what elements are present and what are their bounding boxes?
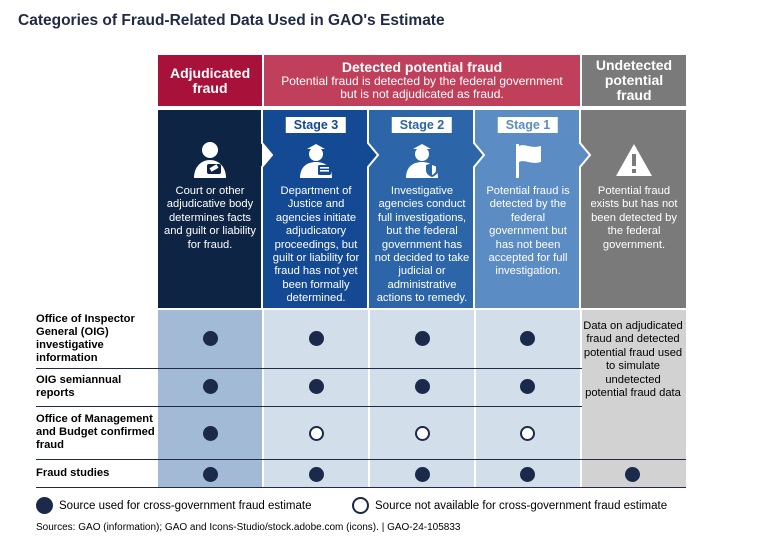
column-adjudicated: Court or other adjudicative body determi… [158,110,262,308]
row-divider [36,368,582,369]
header-detected: Detected potential fraud Potential fraud… [264,55,580,106]
chart-title: Categories of Fraud-Related Data Used in… [18,12,445,29]
legend-not-available-dot [352,497,369,514]
source-note: Sources: GAO (information); GAO and Icon… [36,522,461,533]
row-label-oig-semiannual: OIG semiannual reports [36,374,122,399]
divider [368,310,370,487]
source-not-available-dot [519,425,535,441]
stage-2-label: Stage 2 [391,117,453,133]
source-used-dot [308,466,324,482]
officer-shield-icon [406,144,438,178]
header-adjudicated: Adjudicated fraud [158,55,262,106]
legend-used: Source used for cross-government fraud e… [36,497,311,514]
desc-stage-2: Investigative agencies conduct full inve… [374,185,470,305]
row-divider [36,406,582,407]
source-used-dot [624,466,640,482]
column-stage-2: Stage 2 Investigative agencies conduct f… [370,110,474,308]
undetected-note: Data on adjudicated fraud and detected p… [583,320,683,400]
lower-bg-undetected [582,310,686,487]
source-used-dot [202,425,218,441]
header-detected-subtitle: Potential fraud is detected by the feder… [281,74,563,101]
source-used-dot [202,330,218,346]
row-label-oig-investigative: Office of Inspector General (OIG) invest… [36,313,135,364]
panel-stage-1 [474,110,590,308]
source-used-dot [414,466,430,482]
warning-icon [616,144,652,176]
stage-1-label: Stage 1 [497,117,559,133]
source-used-dot [414,378,430,394]
source-used-dot [202,466,218,482]
row-divider [36,459,686,460]
stage-3-label: Stage 3 [285,117,347,133]
source-not-available-dot [414,425,430,441]
source-used-dot [202,378,218,394]
source-not-available-dot [308,425,324,441]
desc-stage-1: Potential fraud is detected by the feder… [486,185,570,278]
header-adjudicated-label: Adjudicated fraud [170,64,251,96]
desc-stage-3: Department of Justice and agencies initi… [272,185,360,305]
row-label-omb-confirmed: Office of Management and Budget confirme… [36,413,155,451]
row-label-fraud-studies: Fraud studies [36,466,110,479]
judge-gavel-icon [194,142,226,178]
source-used-dot [519,330,535,346]
source-used-dot [414,330,430,346]
panel-adjudicated [158,110,262,308]
divider [474,310,476,487]
column-stage-3: Stage 3 Department of Justice and agenci… [264,110,368,308]
panel-undetected [580,110,686,308]
source-used-dot [519,466,535,482]
source-used-dot [519,378,535,394]
officer-document-icon [300,144,332,178]
desc-undetected: Potential fraud exists but has not been … [590,185,678,251]
flag-icon [516,144,541,178]
panel-stage-3 [262,110,378,308]
header-undetected: Undetected potential fraud [582,55,686,106]
source-used-dot [308,378,324,394]
desc-adjudicated: Court or other adjudicative body determi… [163,185,257,251]
legend-not-available: Source not available for cross-governmen… [352,497,667,514]
legend-not-available-label: Source not available for cross-governmen… [375,499,668,512]
legend-used-dot [36,497,53,514]
header-undetected-label: Undetected potential fraud [595,57,673,103]
source-used-dot [308,330,324,346]
column-stage-1: Stage 1 Potential fraud is detected by t… [476,110,580,308]
legend-used-label: Source used for cross-government fraud e… [59,499,312,512]
header-detected-title: Detected potential fraud [341,59,503,75]
row-divider [36,487,686,488]
panel-stage-2 [368,110,484,308]
column-undetected: Potential fraud exists but has not been … [582,110,686,308]
